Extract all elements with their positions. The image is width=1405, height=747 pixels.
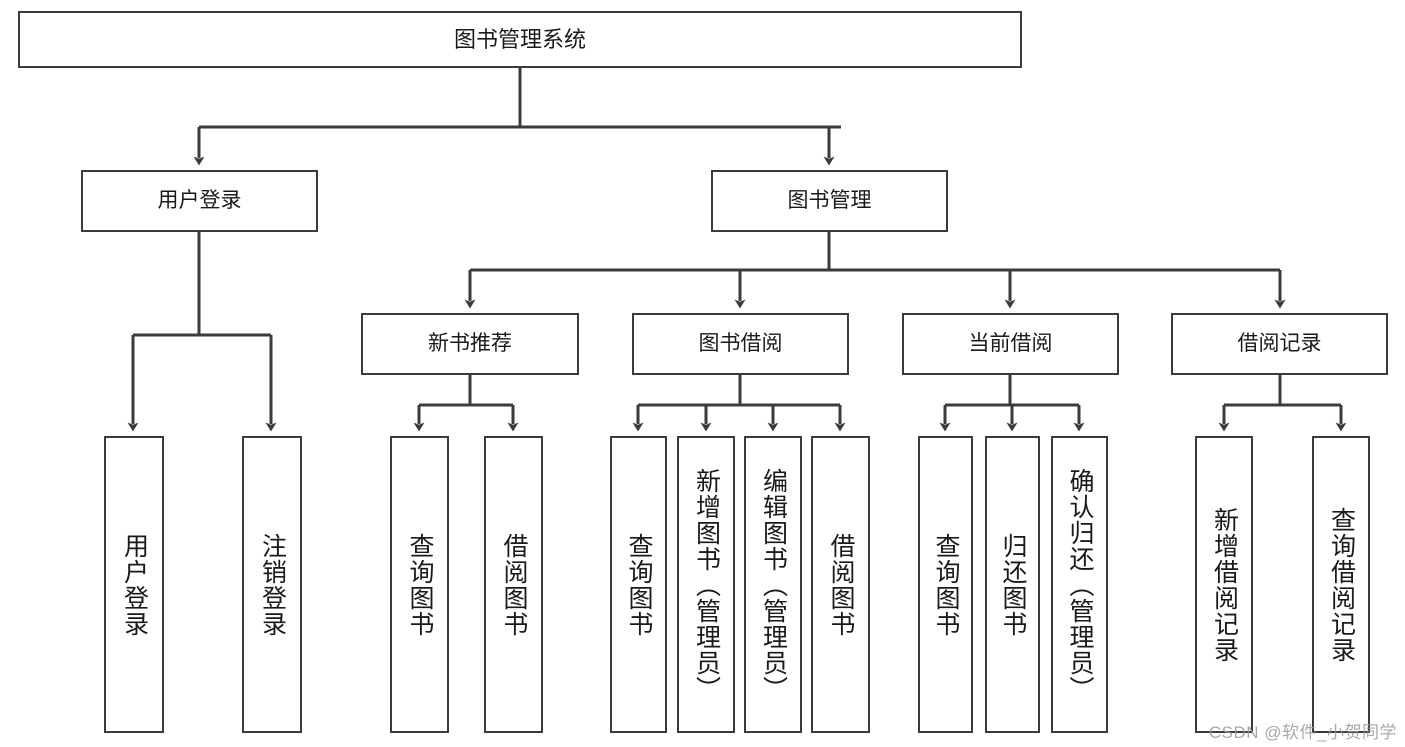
node-leaf-borrow-book-1[interactable]: 借阅图书 (484, 436, 543, 733)
node-leaf-borrow-book-2[interactable]: 借阅图书 (811, 436, 870, 733)
node-book-manage[interactable]: 图书管理 (711, 170, 948, 232)
node-leaf-query-book-1[interactable]: 查询图书 (390, 436, 449, 733)
node-book-manage-label: 图书管理 (787, 188, 872, 212)
node-book-borrow-label: 图书借阅 (698, 331, 783, 355)
node-current-borrow-label: 当前借阅 (968, 331, 1053, 355)
node-root[interactable]: 图书管理系统 (18, 11, 1022, 68)
node-leaf-confirm-return-label: 确认归还（管理员） (1066, 467, 1094, 702)
node-current-borrow[interactable]: 当前借阅 (902, 313, 1119, 375)
node-leaf-borrow-book-1-label: 借阅图书 (500, 532, 528, 637)
node-new-book-recommend-label: 新书推荐 (428, 331, 512, 355)
node-leaf-query-record-label: 查询借阅记录 (1327, 506, 1356, 663)
node-book-borrow[interactable]: 图书借阅 (632, 313, 849, 375)
node-leaf-query-book-3[interactable]: 查询图书 (918, 436, 973, 733)
node-leaf-edit-book-label: 编辑图书（管理员） (759, 467, 788, 702)
node-leaf-confirm-return[interactable]: 确认归还（管理员） (1051, 436, 1108, 733)
node-leaf-edit-book[interactable]: 编辑图书（管理员） (744, 436, 802, 733)
node-new-book-recommend[interactable]: 新书推荐 (361, 313, 579, 375)
node-leaf-add-book-label: 新增图书（管理员） (692, 467, 721, 702)
node-leaf-query-book-3-label: 查询图书 (932, 532, 960, 637)
node-leaf-logout-label: 注销登录 (258, 532, 287, 637)
node-leaf-add-record[interactable]: 新增借阅记录 (1195, 436, 1253, 733)
node-leaf-logout[interactable]: 注销登录 (242, 436, 302, 733)
node-leaf-query-book-2[interactable]: 查询图书 (610, 436, 667, 733)
node-leaf-query-book-1-label: 查询图书 (406, 532, 434, 637)
node-leaf-return-book[interactable]: 归还图书 (985, 436, 1040, 733)
node-leaf-borrow-book-2-label: 借阅图书 (827, 532, 855, 637)
node-leaf-add-record-label: 新增借阅记录 (1210, 506, 1239, 663)
node-root-label: 图书管理系统 (453, 26, 586, 52)
node-leaf-query-book-2-label: 查询图书 (625, 532, 653, 637)
node-borrow-record-label: 借阅记录 (1237, 331, 1322, 355)
node-leaf-user-login-label: 用户登录 (120, 532, 149, 637)
node-user-login-label: 用户登录 (157, 188, 242, 212)
node-user-login[interactable]: 用户登录 (81, 170, 318, 232)
node-leaf-query-record[interactable]: 查询借阅记录 (1312, 436, 1370, 733)
node-leaf-user-login[interactable]: 用户登录 (104, 436, 164, 733)
node-leaf-return-book-label: 归还图书 (999, 532, 1027, 637)
node-leaf-add-book[interactable]: 新增图书（管理员） (677, 436, 735, 733)
node-borrow-record[interactable]: 借阅记录 (1171, 313, 1388, 375)
